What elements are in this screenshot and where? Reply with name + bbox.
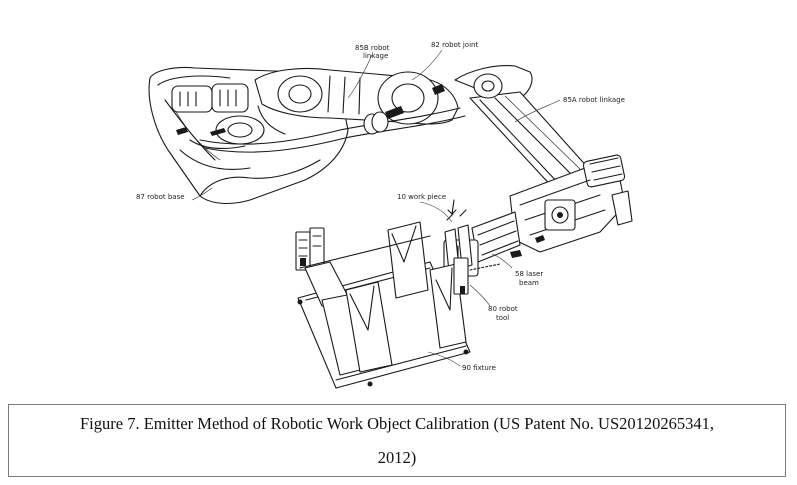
label-10-work-piece: 10 work piece bbox=[397, 193, 446, 201]
figure-caption: Figure 7. Emitter Method of Robotic Work… bbox=[8, 404, 786, 477]
label-82-joint: 82 robot joint bbox=[431, 41, 478, 49]
label-90-fixture: 90 fixture bbox=[462, 364, 496, 372]
caption-line-1: Figure 7. Emitter Method of Robotic Work… bbox=[79, 414, 714, 433]
caption-line-2: 2012) bbox=[377, 448, 417, 467]
callout-labels: 85B robot linkage 82 robot joint 85A rob… bbox=[136, 41, 625, 372]
label-85b-line1: 85B robot bbox=[355, 44, 390, 52]
label-58-line2: beam bbox=[519, 279, 539, 287]
label-85b-line2: linkage bbox=[363, 52, 388, 60]
robot-linkage-85b-drawing bbox=[199, 67, 466, 153]
robot-tool-80-drawing bbox=[443, 154, 633, 277]
patent-figure-7: 85B robot linkage 82 robot joint 85A rob… bbox=[136, 41, 633, 389]
label-58-line1: 58 laser bbox=[515, 270, 543, 278]
label-80-line1: 80 robot bbox=[488, 305, 518, 313]
robot-linkage-85a-drawing bbox=[454, 65, 591, 191]
label-87-base: 87 robot base bbox=[136, 193, 185, 201]
label-85a: 85A robot linkage bbox=[563, 96, 625, 104]
label-80-line2: tool bbox=[496, 314, 509, 322]
callout-leader-lines bbox=[191, 49, 561, 367]
fixture-90-drawing bbox=[295, 221, 471, 389]
